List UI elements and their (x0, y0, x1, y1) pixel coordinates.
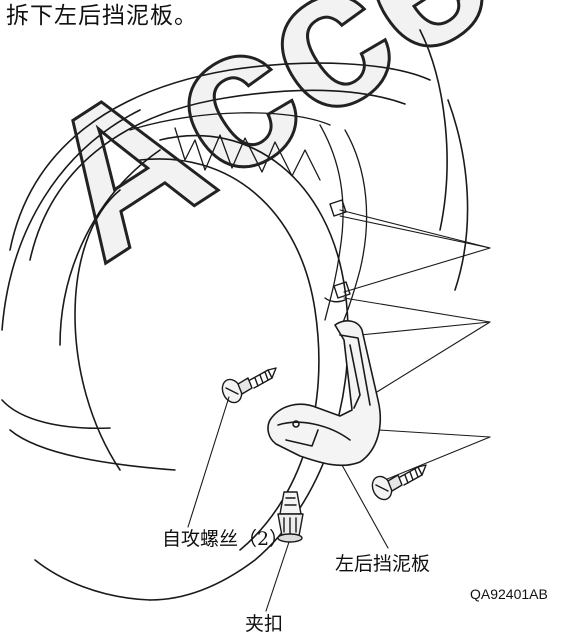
tapping-screw-icon (221, 367, 277, 404)
callout-leaders (187, 396, 389, 612)
callout-rear-left-mudflap: 左后挡泥板 (335, 553, 431, 575)
figure-code: QA92401AB (470, 586, 548, 602)
wheel-arch-outline (1, 29, 469, 471)
rear-left-mudflap (267, 320, 382, 467)
mounting-holes (324, 199, 351, 303)
tapping-screw-icon (371, 464, 427, 501)
callout-clip: 夹扣 (245, 613, 284, 635)
callout-tapping-screws: 自攻螺丝（2） (162, 528, 289, 550)
leader-lines-upper (299, 209, 491, 483)
instruction-text: 拆下左后挡泥板。 (6, 3, 198, 29)
clip-icon (277, 491, 304, 543)
